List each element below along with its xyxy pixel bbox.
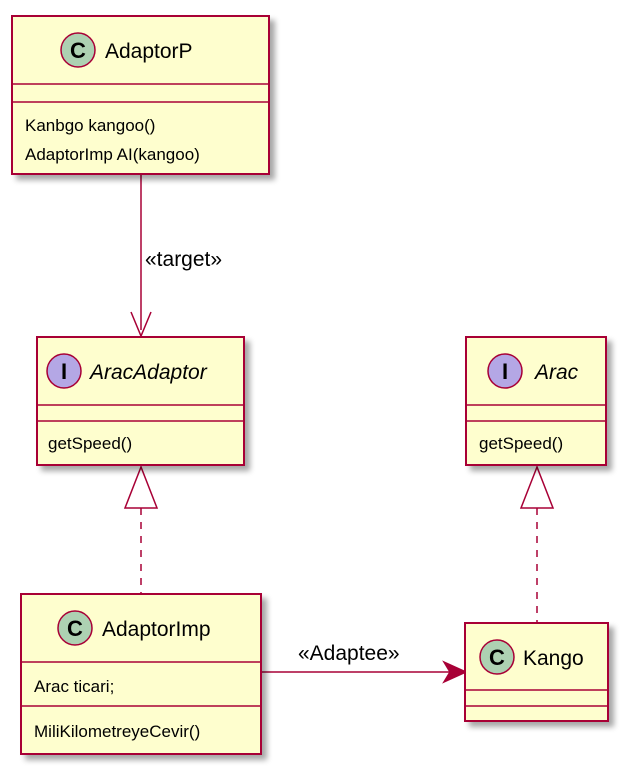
interface-badge-letter: I xyxy=(61,359,67,384)
class-kango[interactable]: C Kango xyxy=(464,622,609,722)
interface-name: AracAdaptor xyxy=(88,361,208,384)
interface-arac[interactable]: I Arac getSpeed() xyxy=(465,336,607,466)
class-badge-icon xyxy=(479,639,515,675)
interface-badge-icon xyxy=(46,353,82,389)
class-badge-letter: C xyxy=(70,38,86,63)
interface-member: getSpeed() xyxy=(479,434,563,453)
class-name: AdaptorP xyxy=(105,40,193,63)
class-name: AdaptorImp xyxy=(102,618,211,641)
class-badge-letter: C xyxy=(489,645,505,670)
class-badge-icon xyxy=(60,32,96,68)
class-adaptorimp[interactable]: C AdaptorImp Arac ticari; MiliKilometrey… xyxy=(20,593,262,755)
class-method: MiliKilometreyeCevir() xyxy=(34,722,200,741)
class-member: Kanbgo kangoo() xyxy=(25,116,155,135)
target-label: «target» xyxy=(145,248,222,271)
interface-name: Arac xyxy=(533,361,579,384)
class-member: AdaptorImp AI(kangoo) xyxy=(25,145,200,164)
adaptee-arrowhead xyxy=(442,660,468,684)
class-name: Kango xyxy=(523,647,584,670)
interface-badge-letter: I xyxy=(502,359,508,384)
relation-target: «target» xyxy=(130,175,222,338)
class-field: Arac ticari; xyxy=(34,677,114,696)
relation-realization-arac xyxy=(519,464,555,622)
interface-aracadaptor[interactable]: I AracAdaptor getSpeed() xyxy=(36,336,245,466)
interface-box xyxy=(465,336,607,466)
class-adaptorp[interactable]: C AdaptorP Kanbgo kangoo() AdaptorImp AI… xyxy=(11,15,270,175)
class-badge-letter: C xyxy=(67,616,83,641)
adaptee-label: «Adaptee» xyxy=(298,642,400,665)
interface-member: getSpeed() xyxy=(48,434,132,453)
relation-adaptee: «Adaptee» xyxy=(262,642,468,684)
realization-arrowhead-aracadaptor xyxy=(123,464,159,509)
class-badge-icon xyxy=(57,610,93,646)
class-box xyxy=(11,15,270,175)
interface-badge-icon xyxy=(487,353,523,389)
relation-realization-aracadaptor xyxy=(123,464,159,594)
realization-arrowhead-arac xyxy=(519,464,555,509)
